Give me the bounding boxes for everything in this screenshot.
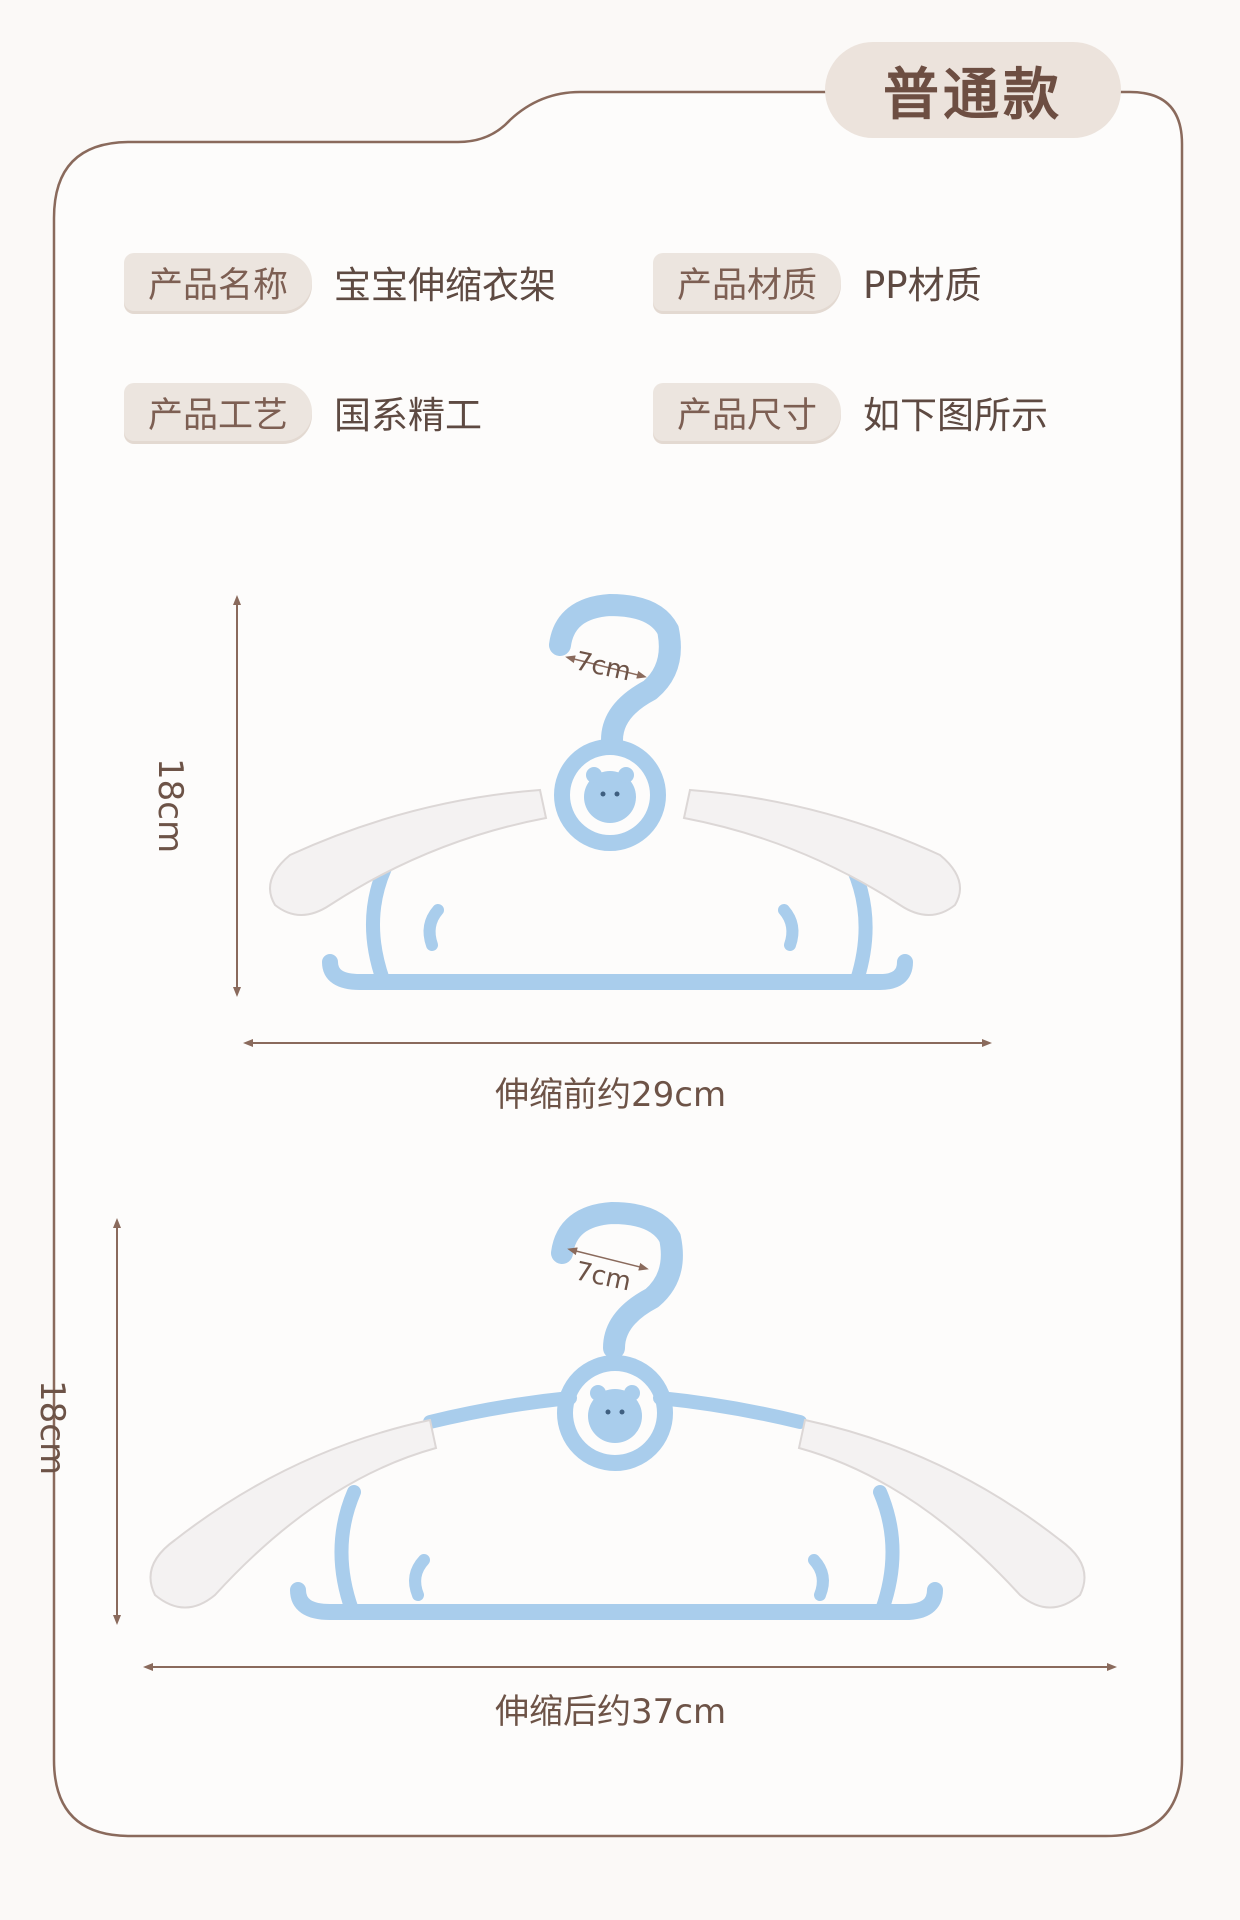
spec-label-name: 产品名称 — [124, 253, 312, 311]
hook-arrow-after — [567, 1247, 649, 1271]
style-tab-label: 普通款 — [883, 62, 1063, 128]
spec-value-material: PP材质 — [863, 264, 982, 307]
width-label-before: 伸缩前约29cm — [495, 1075, 727, 1115]
spec-value-name: 宝宝伸缩衣架 — [334, 264, 556, 307]
spec-label-material: 产品材质 — [653, 253, 841, 311]
hanger-after — [113, 1201, 1117, 1671]
height-label-after: 18cm — [32, 1380, 72, 1476]
spec-label-craft: 产品工艺 — [124, 383, 312, 441]
hanger-before — [233, 593, 992, 1047]
height-label-before: 18cm — [150, 758, 190, 854]
width-label-after: 伸缩后约37cm — [495, 1692, 727, 1732]
hook-arrow-before — [565, 655, 647, 679]
style-tab: 普通款 — [825, 42, 1121, 138]
spec-value-size: 如下图所示 — [863, 394, 1048, 437]
spec-value-craft: 国系精工 — [334, 394, 482, 437]
spec-label-size: 产品尺寸 — [653, 383, 841, 441]
